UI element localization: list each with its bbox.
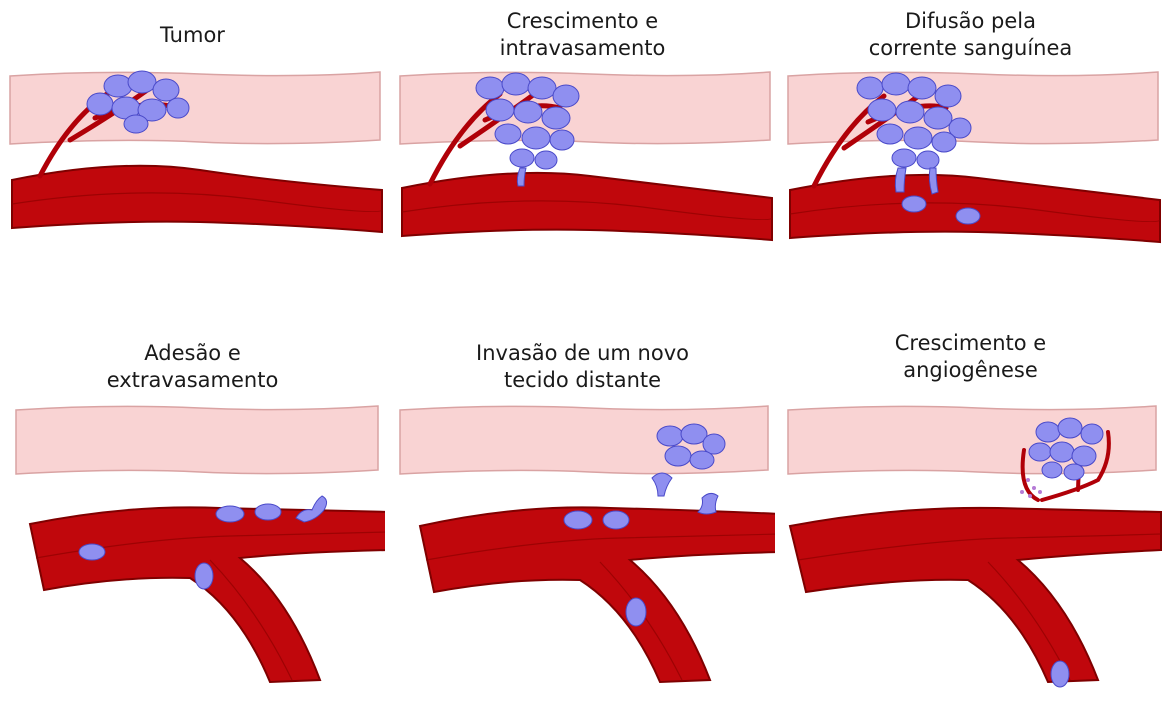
panel-tumor: Tumor <box>0 0 385 350</box>
extravasating-cell <box>698 493 718 514</box>
blood-vessel <box>790 175 1160 242</box>
adhering-cell <box>79 544 105 560</box>
invading-cell <box>652 473 672 496</box>
panel-bloodstream-spread: Difusão pela corrente sanguínea <box>778 0 1162 350</box>
panel-adhesion-extravasation: Adesão e extravasamento <box>0 340 385 690</box>
panel-intravasation: Crescimento e intravasamento <box>390 0 775 350</box>
blood-vessel <box>420 507 775 682</box>
adhering-cell <box>216 506 244 522</box>
circulating-cell <box>195 563 213 589</box>
stage-illustration <box>390 340 775 702</box>
blood-vessel <box>790 508 1161 682</box>
panel-invasion: Invasão de um novo tecido distante <box>390 340 775 690</box>
circulating-cell <box>626 598 646 626</box>
circulating-cell <box>956 208 980 224</box>
adhering-cell <box>564 511 592 529</box>
tissue-layer <box>16 406 378 474</box>
adhering-cell <box>603 511 629 529</box>
tissue-layer <box>400 72 770 144</box>
stage-illustration <box>0 0 385 350</box>
adhering-cell <box>255 504 281 520</box>
circulating-cell <box>1051 661 1069 687</box>
tissue-layer <box>788 72 1158 144</box>
blood-vessel <box>402 173 772 240</box>
stage-illustration <box>778 0 1162 350</box>
stage-illustration <box>778 340 1162 702</box>
panel-angiogenesis: Crescimento e angiogênese <box>778 340 1162 690</box>
blood-vessel <box>12 166 382 232</box>
stage-illustration <box>390 0 775 350</box>
circulating-cell <box>902 196 926 212</box>
stage-illustration <box>0 340 385 702</box>
